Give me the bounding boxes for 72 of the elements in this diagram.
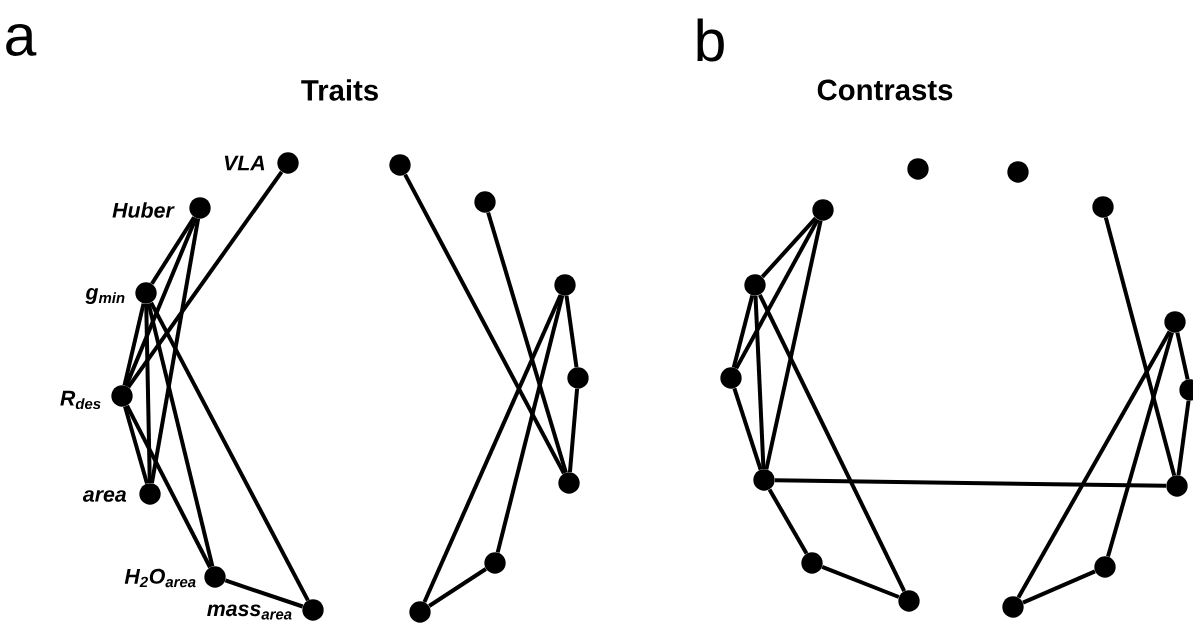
node-label: area — [82, 490, 127, 502]
dot — [135, 282, 157, 304]
connector-line — [149, 218, 201, 484]
dot — [753, 469, 775, 491]
dot — [1002, 596, 1024, 618]
dot — [474, 191, 496, 213]
dot — [744, 274, 766, 296]
panel-title: Contrasts — [817, 79, 953, 101]
connector-line — [150, 216, 196, 285]
connector-line — [224, 578, 304, 609]
dot — [1166, 475, 1188, 497]
connector-line — [760, 216, 818, 279]
dot — [554, 274, 576, 296]
connector-line — [753, 295, 766, 470]
dot — [567, 367, 589, 389]
dot — [277, 152, 299, 174]
connector-line — [126, 170, 284, 389]
dot — [907, 158, 929, 180]
node-label: H$_{2}$O$_{area}$ — [124, 568, 196, 588]
connector-line — [1175, 332, 1190, 380]
connector-line — [1103, 217, 1177, 476]
dot — [189, 197, 211, 219]
dot — [720, 367, 742, 389]
dot — [1092, 196, 1114, 218]
dot — [812, 199, 834, 221]
dot — [139, 483, 161, 505]
dot — [111, 385, 133, 407]
panel-letter: a — [6, 23, 37, 57]
connector-line — [124, 217, 198, 387]
connector-line — [734, 218, 820, 370]
dot — [204, 566, 226, 588]
dot — [898, 590, 920, 612]
connector-line — [403, 173, 566, 475]
node-label: g$_{min}$ — [85, 288, 125, 304]
dot — [484, 552, 506, 574]
dot — [801, 552, 823, 574]
connector-line — [821, 565, 900, 599]
dot — [558, 472, 580, 494]
dot — [1007, 161, 1029, 183]
connector-line — [731, 295, 755, 368]
connector-line — [422, 294, 563, 603]
connector-line — [732, 387, 763, 471]
dot — [1164, 311, 1186, 333]
panel-title: Traits — [301, 79, 378, 101]
connector-line — [144, 303, 152, 484]
dot — [1094, 556, 1116, 578]
node-label: Huber — [112, 202, 175, 218]
connector-line — [1016, 330, 1172, 599]
node-label: VLA — [224, 155, 265, 171]
connector-line — [764, 220, 823, 470]
connector-line — [125, 404, 212, 569]
connector-line — [428, 567, 487, 608]
connector-line — [1106, 331, 1174, 557]
connector-line — [122, 303, 146, 386]
connector-line — [149, 301, 310, 602]
connector-line — [758, 293, 906, 593]
node-label: mass$_{area}$ — [207, 604, 292, 620]
connector-line — [564, 295, 579, 368]
dot — [389, 154, 411, 176]
connector-line — [1022, 569, 1096, 605]
connector-line — [767, 488, 809, 555]
dot — [409, 601, 431, 623]
connector-line — [146, 303, 215, 567]
connector-line — [1176, 400, 1191, 476]
connector-line — [567, 388, 580, 473]
panel-letter: b — [697, 18, 724, 62]
connector-line — [486, 211, 568, 474]
dot — [302, 599, 324, 621]
connector-line — [123, 405, 149, 485]
connector-line — [495, 295, 565, 553]
node-label: R$_{des}$ — [60, 390, 101, 410]
connector-line — [774, 478, 1167, 488]
